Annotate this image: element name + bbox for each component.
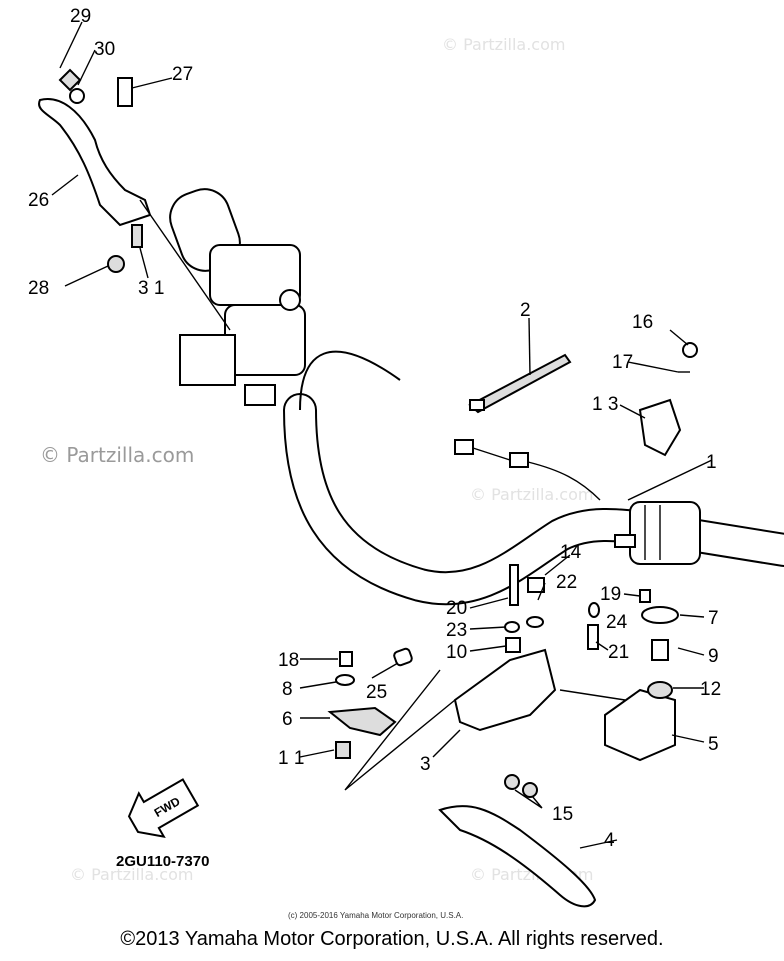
left-lever (38, 68, 152, 273)
callout-14: 14 (560, 542, 582, 563)
clamp-13 (638, 342, 698, 457)
switch-wire (454, 439, 601, 501)
callout-29: 29 (70, 6, 91, 27)
callout-4: 4 (604, 830, 615, 851)
leader-lines (51, 21, 713, 849)
callout-6: 6 (282, 709, 293, 730)
callouts: 29 30 27 26 28 3 1 2 16 17 1 3 1 14 22 2… (28, 6, 721, 851)
callout-23: 23 (446, 620, 467, 641)
callout-27: 27 (172, 64, 193, 85)
footer-copyright: ©2013 Yamaha Motor Corporation, U.S.A. A… (120, 928, 664, 950)
right-lever-bracket (453, 564, 557, 732)
left-grip-assembly (169, 188, 306, 406)
callout-7: 7 (708, 608, 719, 629)
fwd-arrow: FWD (127, 778, 200, 839)
callout-25: 25 (366, 682, 387, 703)
small-parts-left (327, 647, 413, 759)
watermark-bottom-left: © Partzilla.com (70, 865, 193, 884)
callout-17: 17 (612, 352, 633, 373)
callout-26: 26 (28, 190, 49, 211)
callout-19: 19 (600, 584, 621, 605)
small-copyright: (c) 2005-2016 Yamaha Motor Corporation, … (288, 911, 463, 920)
watermark-top-right: © Partzilla.com (442, 35, 565, 54)
callout-1: 1 (706, 452, 717, 473)
callout-11: 1 1 (278, 748, 304, 769)
callout-15: 15 (552, 804, 573, 825)
switch-5 (587, 589, 679, 762)
right-lever (438, 774, 597, 908)
callout-30: 30 (94, 39, 115, 60)
callout-2: 2 (520, 300, 531, 321)
callout-3: 3 (420, 754, 431, 775)
handlebar (283, 350, 784, 606)
diagram-code: 2GU110-7370 (116, 853, 209, 870)
callout-21: 21 (608, 642, 629, 663)
watermark-main: © Partzilla.com (40, 443, 194, 467)
callout-12: 12 (700, 679, 721, 700)
callout-10: 10 (446, 642, 467, 663)
callout-16: 16 (632, 312, 653, 333)
callout-5: 5 (708, 734, 719, 755)
callout-31: 3 1 (138, 278, 164, 299)
watermark-mid-right: © Partzilla.com (470, 485, 593, 504)
callout-22: 22 (556, 572, 577, 593)
right-switch (614, 501, 701, 565)
callout-13: 1 3 (592, 394, 618, 415)
cable-tie (468, 353, 572, 414)
callout-8: 8 (282, 679, 293, 700)
callout-9: 9 (708, 646, 719, 667)
callout-28: 28 (28, 278, 49, 299)
callout-18: 18 (278, 650, 299, 671)
callout-20: 20 (446, 598, 467, 619)
callout-24: 24 (606, 612, 628, 633)
